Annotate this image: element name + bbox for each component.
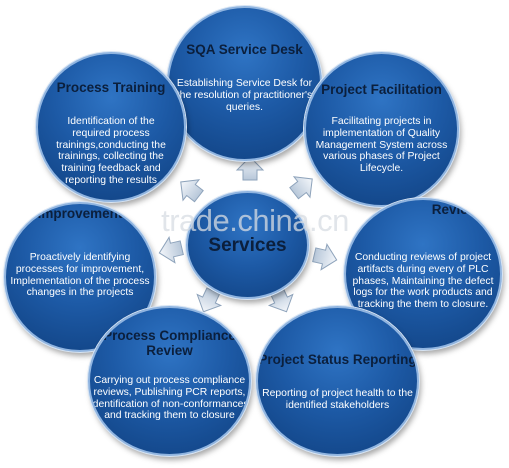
node-title: Project Status Reporting	[258, 352, 417, 367]
node-title: Process Training	[56, 80, 166, 95]
node-title: Process Compliance Review	[103, 328, 236, 358]
node-title: Review	[431, 202, 479, 217]
node-description: Proactively identifying processes for im…	[10, 252, 150, 299]
node-process-training: Process Training Identification of the r…	[36, 52, 186, 202]
node-description: Reporting of project health to the ident…	[262, 388, 413, 411]
node-process-compliance-review: Process Compliance Review Carrying out p…	[88, 306, 251, 456]
center-services-hub: Services	[186, 191, 309, 299]
arrow-right	[310, 241, 341, 274]
node-title: SQA Service Desk	[186, 42, 303, 57]
arrow-left	[155, 234, 186, 267]
node-sqa-service-desk: SQA Service Desk Establishing Service De…	[167, 6, 322, 161]
arrow-upper-left	[172, 171, 208, 207]
node-project-status-reporting: Project Status Reporting Reporting of pr…	[256, 306, 419, 456]
node-project-facilitation: Project Facilitation Facilitating projec…	[304, 52, 459, 207]
node-description: Establishing Service Desk for the resolu…	[176, 78, 313, 113]
node-title: Project Facilitation	[321, 82, 442, 97]
node-description: Identification of the required process t…	[56, 116, 166, 186]
node-title: Improvement	[37, 206, 123, 221]
node-description: Conducting reviews of project artifacts …	[352, 252, 494, 311]
node-process-improvement: Improvement Proactively identifying proc…	[4, 202, 156, 352]
center-label: Services	[208, 235, 287, 256]
node-description: Facilitating projects in implementation …	[315, 116, 448, 175]
node-description: Carrying out process compliance reviews,…	[90, 375, 249, 422]
